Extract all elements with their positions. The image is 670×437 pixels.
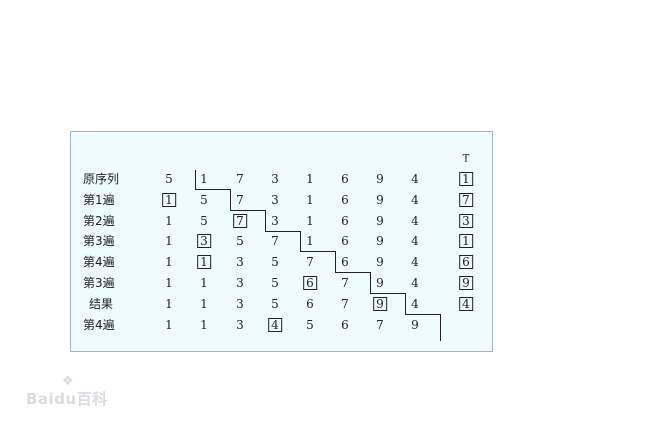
value-cell: 6 bbox=[341, 317, 349, 332]
value-cell: 6 bbox=[341, 172, 349, 186]
value-cell: 4 bbox=[411, 255, 419, 270]
value-cell: 5 bbox=[200, 213, 208, 228]
value-cell: 6 bbox=[341, 192, 349, 207]
boxed-key-cell: 4 bbox=[268, 317, 282, 332]
value-cell: 5 bbox=[165, 172, 173, 186]
value-cell: 3 bbox=[271, 172, 279, 186]
staircase-vertical bbox=[405, 293, 406, 314]
temp-value-cell: 1 bbox=[459, 234, 473, 249]
boxed-key-cell: 3 bbox=[197, 234, 211, 249]
boxed-key-cell: 7 bbox=[233, 213, 247, 228]
value-cell: 1 bbox=[165, 317, 173, 332]
boxed-key-cell: 1 bbox=[197, 255, 211, 270]
value-cell: 5 bbox=[271, 296, 279, 311]
value-cell: 1 bbox=[306, 234, 314, 249]
value-cell: 9 bbox=[376, 255, 384, 270]
value-cell: 4 bbox=[411, 276, 419, 290]
staircase-vertical bbox=[335, 251, 336, 273]
paw-icon: ❖ bbox=[62, 374, 75, 389]
row-label: 原序列 bbox=[83, 172, 120, 186]
value-cell: 9 bbox=[376, 234, 384, 249]
value-cell: 1 bbox=[306, 172, 314, 186]
row-label: 结果 bbox=[89, 296, 114, 311]
boxed-key-cell: 1 bbox=[162, 192, 176, 207]
baidu-watermark: ❖ Baidu百科 bbox=[26, 374, 108, 409]
value-cell: 5 bbox=[236, 234, 244, 249]
value-cell: 3 bbox=[236, 296, 244, 311]
value-cell: 1 bbox=[200, 317, 208, 332]
value-cell: 4 bbox=[411, 192, 419, 207]
value-cell: 7 bbox=[341, 296, 349, 311]
value-cell: 5 bbox=[306, 317, 314, 332]
value-cell: 4 bbox=[411, 213, 419, 228]
value-cell: 7 bbox=[271, 234, 279, 249]
staircase-horizontal bbox=[195, 189, 231, 190]
value-cell: 7 bbox=[236, 172, 244, 186]
value-cell: 3 bbox=[271, 213, 279, 228]
row-label: 第4遍 bbox=[83, 317, 115, 332]
temp-value-cell: 1 bbox=[459, 172, 473, 186]
staircase-vertical bbox=[195, 170, 196, 189]
row-label: 第3遍 bbox=[83, 276, 115, 290]
value-cell: 9 bbox=[376, 213, 384, 228]
value-cell: 9 bbox=[376, 172, 384, 186]
row-label: 第3遍 bbox=[83, 234, 115, 249]
temp-column-header: T bbox=[462, 153, 470, 165]
boxed-key-cell: 9 bbox=[373, 296, 387, 311]
staircase-horizontal bbox=[370, 293, 406, 294]
value-cell: 6 bbox=[306, 296, 314, 311]
value-cell: 7 bbox=[236, 192, 244, 207]
staircase-vertical bbox=[300, 230, 301, 252]
row-label: 第2遍 bbox=[83, 213, 115, 228]
value-cell: 1 bbox=[165, 296, 173, 311]
value-cell: 6 bbox=[341, 234, 349, 249]
staircase-vertical bbox=[370, 272, 371, 293]
staircase-horizontal bbox=[300, 251, 336, 253]
temp-value-cell: 6 bbox=[459, 255, 473, 270]
staircase-vertical bbox=[265, 209, 266, 231]
value-cell: 1 bbox=[306, 192, 314, 207]
value-cell: 3 bbox=[236, 276, 244, 290]
staircase-vertical bbox=[230, 189, 231, 210]
temp-value-cell: 4 bbox=[459, 296, 473, 311]
boxed-key-cell: 6 bbox=[303, 276, 317, 290]
value-cell: 6 bbox=[341, 213, 349, 228]
value-cell: 4 bbox=[411, 172, 419, 186]
row-label: 第4遍 bbox=[83, 255, 115, 270]
value-cell: 1 bbox=[165, 255, 173, 270]
value-cell: 9 bbox=[411, 317, 419, 332]
watermark-text: Baidu百科 bbox=[26, 390, 108, 408]
value-cell: 1 bbox=[200, 276, 208, 290]
staircase-horizontal bbox=[265, 230, 301, 232]
value-cell: 3 bbox=[236, 317, 244, 332]
value-cell: 9 bbox=[376, 192, 384, 207]
value-cell: 1 bbox=[165, 276, 173, 290]
value-cell: 7 bbox=[306, 255, 314, 270]
value-cell: 5 bbox=[271, 255, 279, 270]
value-cell: 4 bbox=[411, 296, 419, 311]
value-cell: 9 bbox=[376, 276, 384, 290]
temp-value-cell: 7 bbox=[459, 192, 473, 207]
value-cell: 1 bbox=[200, 296, 208, 311]
value-cell: 1 bbox=[306, 213, 314, 228]
value-cell: 3 bbox=[236, 255, 244, 270]
value-cell: 7 bbox=[376, 317, 384, 332]
staircase-vertical bbox=[440, 313, 441, 341]
staircase-horizontal bbox=[405, 313, 441, 315]
value-cell: 5 bbox=[271, 276, 279, 290]
value-cell: 1 bbox=[200, 172, 208, 186]
value-cell: 1 bbox=[165, 213, 173, 228]
value-cell: 5 bbox=[200, 192, 208, 207]
row-label: 第1遍 bbox=[83, 192, 115, 207]
value-cell: 7 bbox=[341, 276, 349, 290]
staircase-horizontal bbox=[230, 209, 266, 211]
temp-value-cell: 3 bbox=[459, 213, 473, 228]
value-cell: 1 bbox=[165, 234, 173, 249]
temp-value-cell: 9 bbox=[459, 276, 473, 290]
insertion-sort-table bbox=[70, 131, 493, 352]
value-cell: 6 bbox=[341, 255, 349, 270]
value-cell: 3 bbox=[271, 192, 279, 207]
staircase-horizontal bbox=[335, 272, 371, 274]
value-cell: 4 bbox=[411, 234, 419, 249]
